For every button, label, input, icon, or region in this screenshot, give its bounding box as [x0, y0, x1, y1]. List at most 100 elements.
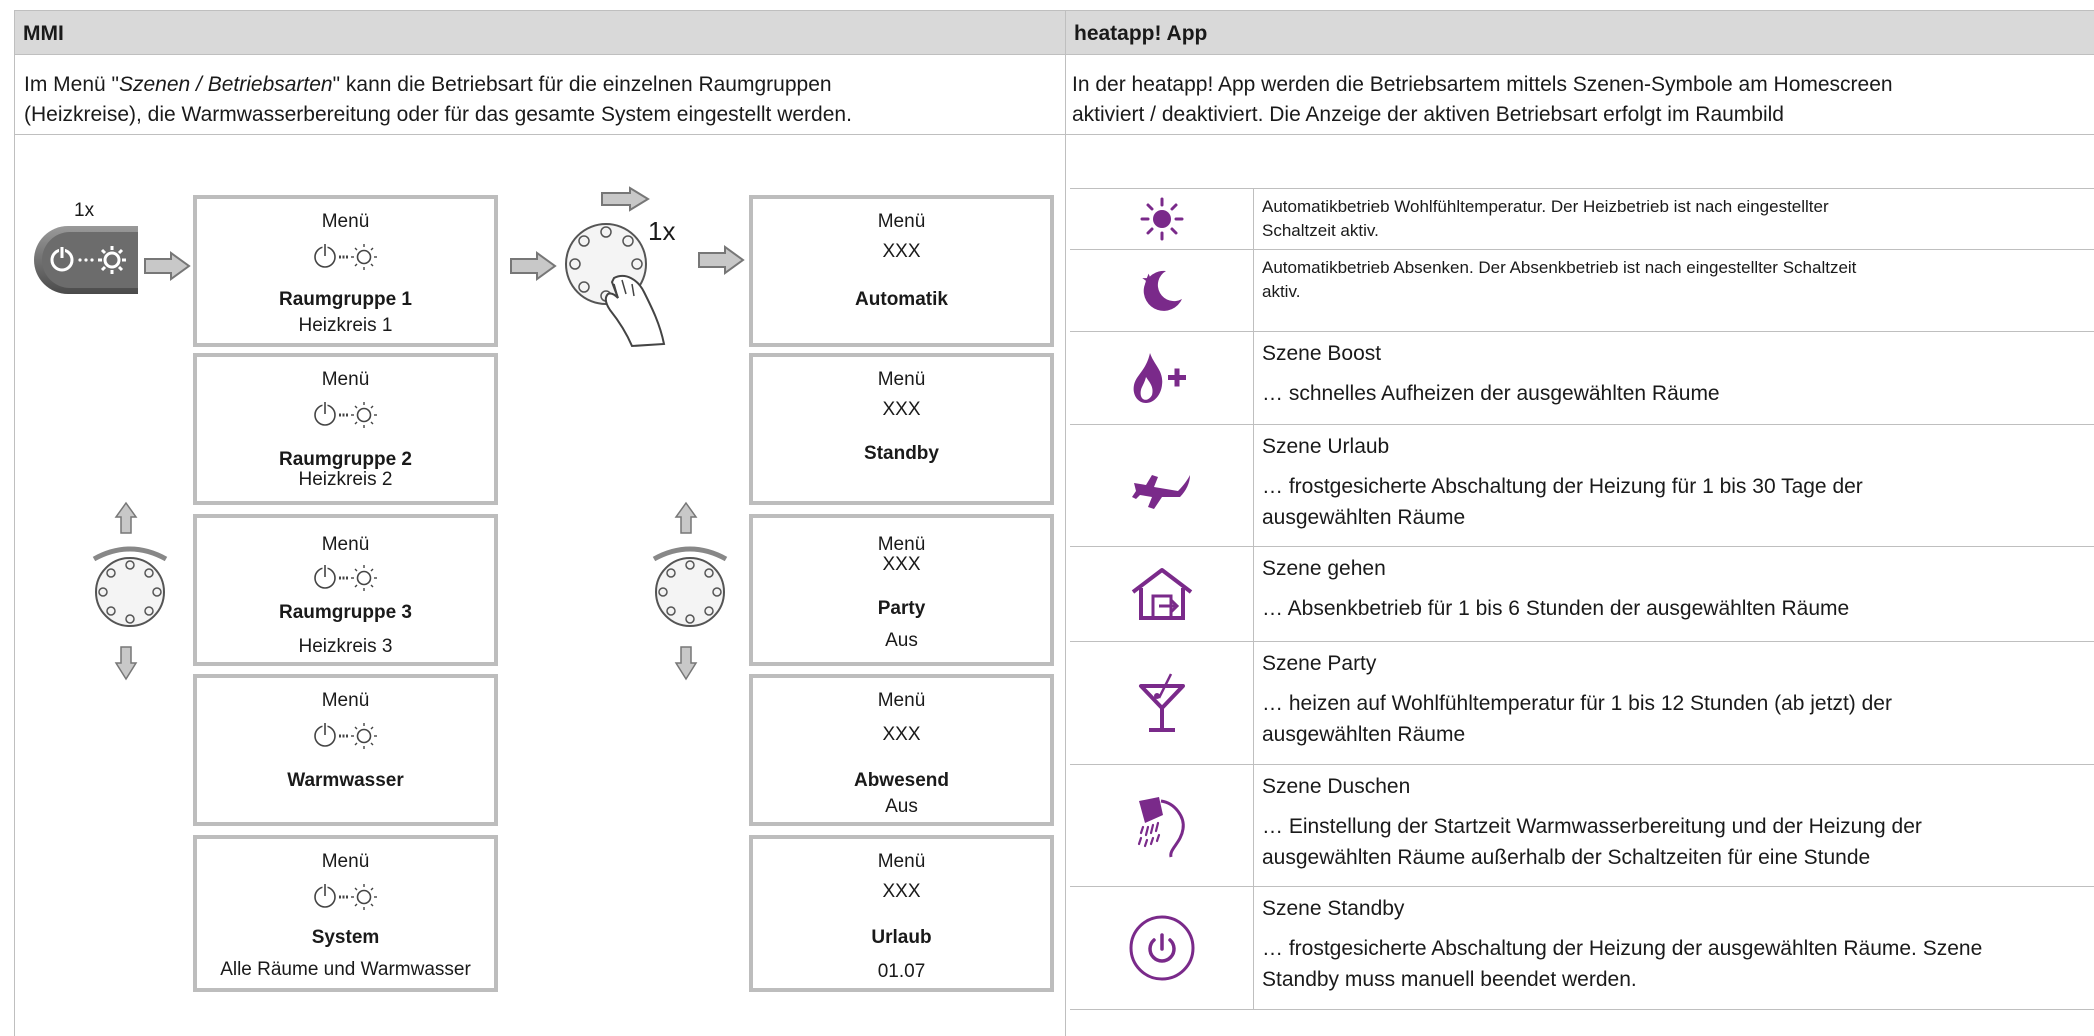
- scene-desc-line2: Schaltzeit aktiv.: [1262, 221, 1379, 240]
- menu-title: Abwesend: [853, 770, 950, 791]
- scene-desc-line2: ausgewählten Räume: [1262, 723, 1466, 746]
- scene-title: Szene Urlaub: [1262, 435, 1390, 458]
- rotary-knob-updown-icon: [92, 501, 168, 681]
- menu-sub: Aus: [885, 796, 918, 817]
- menu-label: Menü: [321, 369, 370, 390]
- menu-label: Menü: [877, 534, 926, 555]
- scene-title: Szene Standby: [1262, 897, 1405, 920]
- menu-box-party[interactable]: Menü XXX Party Aus: [749, 514, 1054, 666]
- menu-box-automatik[interactable]: Menü XXX Automatik: [749, 195, 1054, 347]
- menu-label: Menü: [321, 690, 370, 711]
- menu-sub: Heizkreis 3: [298, 636, 393, 657]
- menu-label: Menü: [321, 211, 370, 232]
- shower-icon: [1137, 796, 1185, 857]
- power-sun-icon: [313, 723, 377, 749]
- scene-title: Szene Party: [1262, 652, 1377, 675]
- menu-title: System: [311, 927, 380, 948]
- scene-desc-line1: … Einstellung der Startzeit Warmwasserbe…: [1262, 815, 1922, 838]
- scene-row-duschen: Szene Duschen … Einstellung der Startzei…: [1070, 764, 2094, 886]
- rotary-knob-updown-icon: [652, 501, 728, 681]
- menu-box-raumgruppe-2[interactable]: Menü Raumgruppe 2 Heizkreis 2: [193, 353, 498, 505]
- menu-label: Menü: [877, 690, 926, 711]
- scene-row-urlaub: Szene Urlaub … frostgesicherte Abschaltu…: [1070, 424, 2094, 546]
- scene-row-boost: Szene Boost … schnelles Aufheizen der au…: [1070, 331, 2094, 424]
- menu-box-raumgruppe-3[interactable]: Menü Raumgruppe 3 Heizkreis 3: [193, 514, 498, 666]
- scene-title: Szene gehen: [1262, 557, 1386, 580]
- header-app: heatapp! App: [1066, 10, 2094, 55]
- arrow-right-icon: [698, 245, 745, 275]
- menu-button[interactable]: [34, 226, 138, 296]
- scene-desc-line1: … frostgesicherte Abschaltung der Heizun…: [1262, 937, 1983, 960]
- arrow-right-small-icon: [601, 186, 650, 212]
- menu-sub: Alle Räume und Warmwasser: [220, 959, 471, 980]
- menu-box-standby[interactable]: Menü XXX Standby: [749, 353, 1054, 505]
- rotary-knob[interactable]: [556, 212, 686, 352]
- menu-title: Warmwasser: [287, 770, 404, 791]
- scene-desc-line1: Automatikbetrieb Wohlfühltemperatur. Der…: [1262, 197, 1829, 216]
- rotary-knob-hand-icon: [565, 223, 666, 348]
- power-sun-icon: [313, 565, 377, 591]
- table-border-left: [14, 10, 15, 1036]
- menu-title: Standby: [864, 443, 939, 464]
- menu-box-system[interactable]: Menü System Alle Räume und Warmwasser: [193, 835, 498, 992]
- arrow-right-icon: [144, 251, 191, 281]
- menu-label: Menü: [877, 851, 926, 872]
- scene-row-standby: Szene Standby … frostgesicherte Abschalt…: [1070, 886, 2094, 1010]
- scene-desc-line1: … frostgesicherte Abschaltung der Heizun…: [1262, 475, 1863, 498]
- menu-box-raumgruppe-1[interactable]: Menü Raumgruppe 1 Heizkreis 1: [193, 195, 498, 347]
- header-mmi-label: MMI: [23, 22, 64, 45]
- header-app-label: heatapp! App: [1074, 22, 1208, 45]
- scene-desc-line2: ausgewählten Räume: [1262, 506, 1466, 529]
- scene-title: Szene Boost: [1262, 342, 1382, 365]
- flame-plus-icon: [1133, 353, 1186, 403]
- intro-left: Im Menü "Szenen / Betriebsarten" kann di…: [24, 73, 852, 126]
- row-divider: [14, 134, 2094, 135]
- scene-desc-line1: … Absenkbetrieb für 1 bis 6 Stunden der …: [1262, 597, 1850, 620]
- menu-box-abwesend[interactable]: Menü XXX Abwesend Aus: [749, 674, 1054, 826]
- power-icon: [1129, 915, 1194, 981]
- menu-box-urlaub[interactable]: Menü XXX Urlaub 01.07: [749, 835, 1054, 992]
- menu-sub: 01.07: [877, 961, 926, 982]
- menu-title: Raumgruppe 2: [278, 449, 413, 470]
- airplane-icon: [1131, 474, 1190, 509]
- menu-code: XXX: [882, 399, 921, 420]
- menu-button-icon: [34, 226, 138, 294]
- scene-row-party: Szene Party … heizen auf Wohlfühltempera…: [1070, 641, 2094, 764]
- cocktail-icon: [1138, 673, 1185, 732]
- scene-desc-line2: Standby muss manuell beendet werden.: [1262, 968, 1637, 991]
- menu-title: Party: [877, 598, 926, 619]
- header-mmi: MMI: [15, 10, 1066, 55]
- scene-desc-line1: … heizen auf Wohlfühltemperatur für 1 bi…: [1262, 692, 1892, 715]
- rotary-knob-updown-right[interactable]: [650, 497, 730, 687]
- house-exit-icon: [1131, 568, 1192, 620]
- moon-star-icon: [1141, 270, 1182, 311]
- scene-desc-line2: aktiv.: [1262, 282, 1301, 301]
- power-sun-icon: [313, 884, 377, 910]
- menu-label: Menü: [877, 369, 926, 390]
- rotary-knob-updown-left[interactable]: [90, 497, 170, 687]
- scene-row-gehen: Szene gehen … Absenkbetrieb für 1 bis 6 …: [1070, 546, 2094, 641]
- menu-title: Raumgruppe 3: [278, 602, 413, 623]
- sun-icon: [1140, 197, 1183, 241]
- menu-title: Raumgruppe 1: [278, 289, 413, 310]
- menu-label: Menü: [321, 534, 370, 555]
- scene-desc-line1: Automatikbetrieb Absenken. Der Absenkbet…: [1262, 258, 1857, 277]
- turn-count: 1x: [648, 216, 676, 246]
- scene-desc-line2: ausgewählten Räume außerhalb der Schaltz…: [1262, 846, 1871, 869]
- menu-sub: Aus: [885, 630, 918, 651]
- power-sun-icon: [313, 402, 377, 428]
- menu-code: XXX: [882, 554, 921, 575]
- scene-title: Szene Duschen: [1262, 775, 1411, 798]
- scene-row-automatik-absenken: Automatikbetrieb Absenken. Der Absenkbet…: [1070, 249, 2094, 331]
- power-sun-icon: [313, 244, 377, 270]
- menu-code: XXX: [882, 241, 921, 262]
- menu-sub: Heizkreis 1: [298, 315, 393, 336]
- menu-label: Menü: [321, 851, 370, 872]
- menu-box-warmwasser[interactable]: Menü Warmwasser: [193, 674, 498, 826]
- menu-code: XXX: [882, 881, 921, 902]
- menu-sub: Heizkreis 2: [298, 469, 393, 490]
- menu-title: Automatik: [855, 289, 948, 310]
- press-count: 1x: [74, 200, 95, 221]
- arrow-right-icon: [510, 251, 557, 281]
- menu-title: Urlaub: [871, 927, 932, 948]
